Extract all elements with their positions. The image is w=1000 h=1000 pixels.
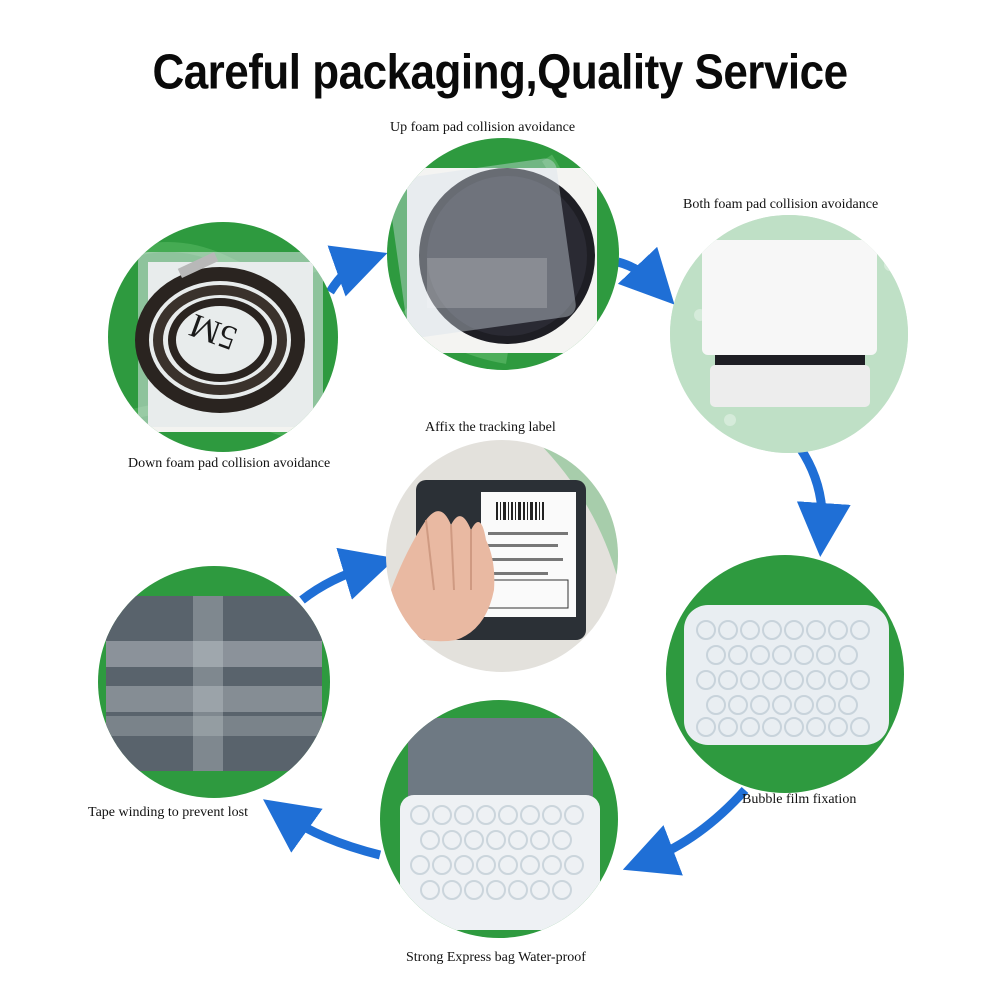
step-photo-taped-parcel xyxy=(98,566,330,798)
page-title: Careful packaging,Quality Service xyxy=(152,45,848,100)
arrow-step6-to-step7 xyxy=(299,547,396,604)
step-photo-coiled-cable: 5M xyxy=(108,222,338,452)
caption-step-7: Affix the tracking label xyxy=(425,420,556,435)
arrow-step3-to-step4 xyxy=(796,445,851,557)
step-photo-tracking-label xyxy=(386,440,618,672)
caption-step-3: Both foam pad collision avoidance xyxy=(683,197,879,212)
arrow-step1-to-step2 xyxy=(326,245,388,297)
taped-grey-parcel-icon xyxy=(98,566,330,798)
step-photo-bubble-wrap xyxy=(666,555,904,793)
arrow-step2-to-step3 xyxy=(616,246,675,305)
hand-on-labelled-parcel-icon xyxy=(386,440,618,672)
bubble-wrap-package-icon xyxy=(666,555,904,793)
step-photo-express-bag xyxy=(380,700,618,938)
caption-step-6: Tape winding to prevent lost xyxy=(88,805,248,820)
arrow-step5-to-step6 xyxy=(263,799,382,860)
step-photo-bagged-disc xyxy=(387,138,619,370)
caption-step-4: Bubble film fixation xyxy=(742,792,857,807)
caption-step-2: Up foam pad collision avoidance xyxy=(390,120,576,135)
caption-step-5: Strong Express bag Water-proof xyxy=(406,950,586,965)
caption-step-1: Down foam pad collision avoidance xyxy=(128,456,331,471)
step-photo-foam-pads xyxy=(670,215,908,453)
bagged-antenna-disc-icon xyxy=(387,138,619,370)
express-bag-with-bubble-wrap-icon xyxy=(380,700,618,938)
arrow-step4-to-step5 xyxy=(622,786,749,876)
white-foam-pads-icon xyxy=(670,215,908,453)
